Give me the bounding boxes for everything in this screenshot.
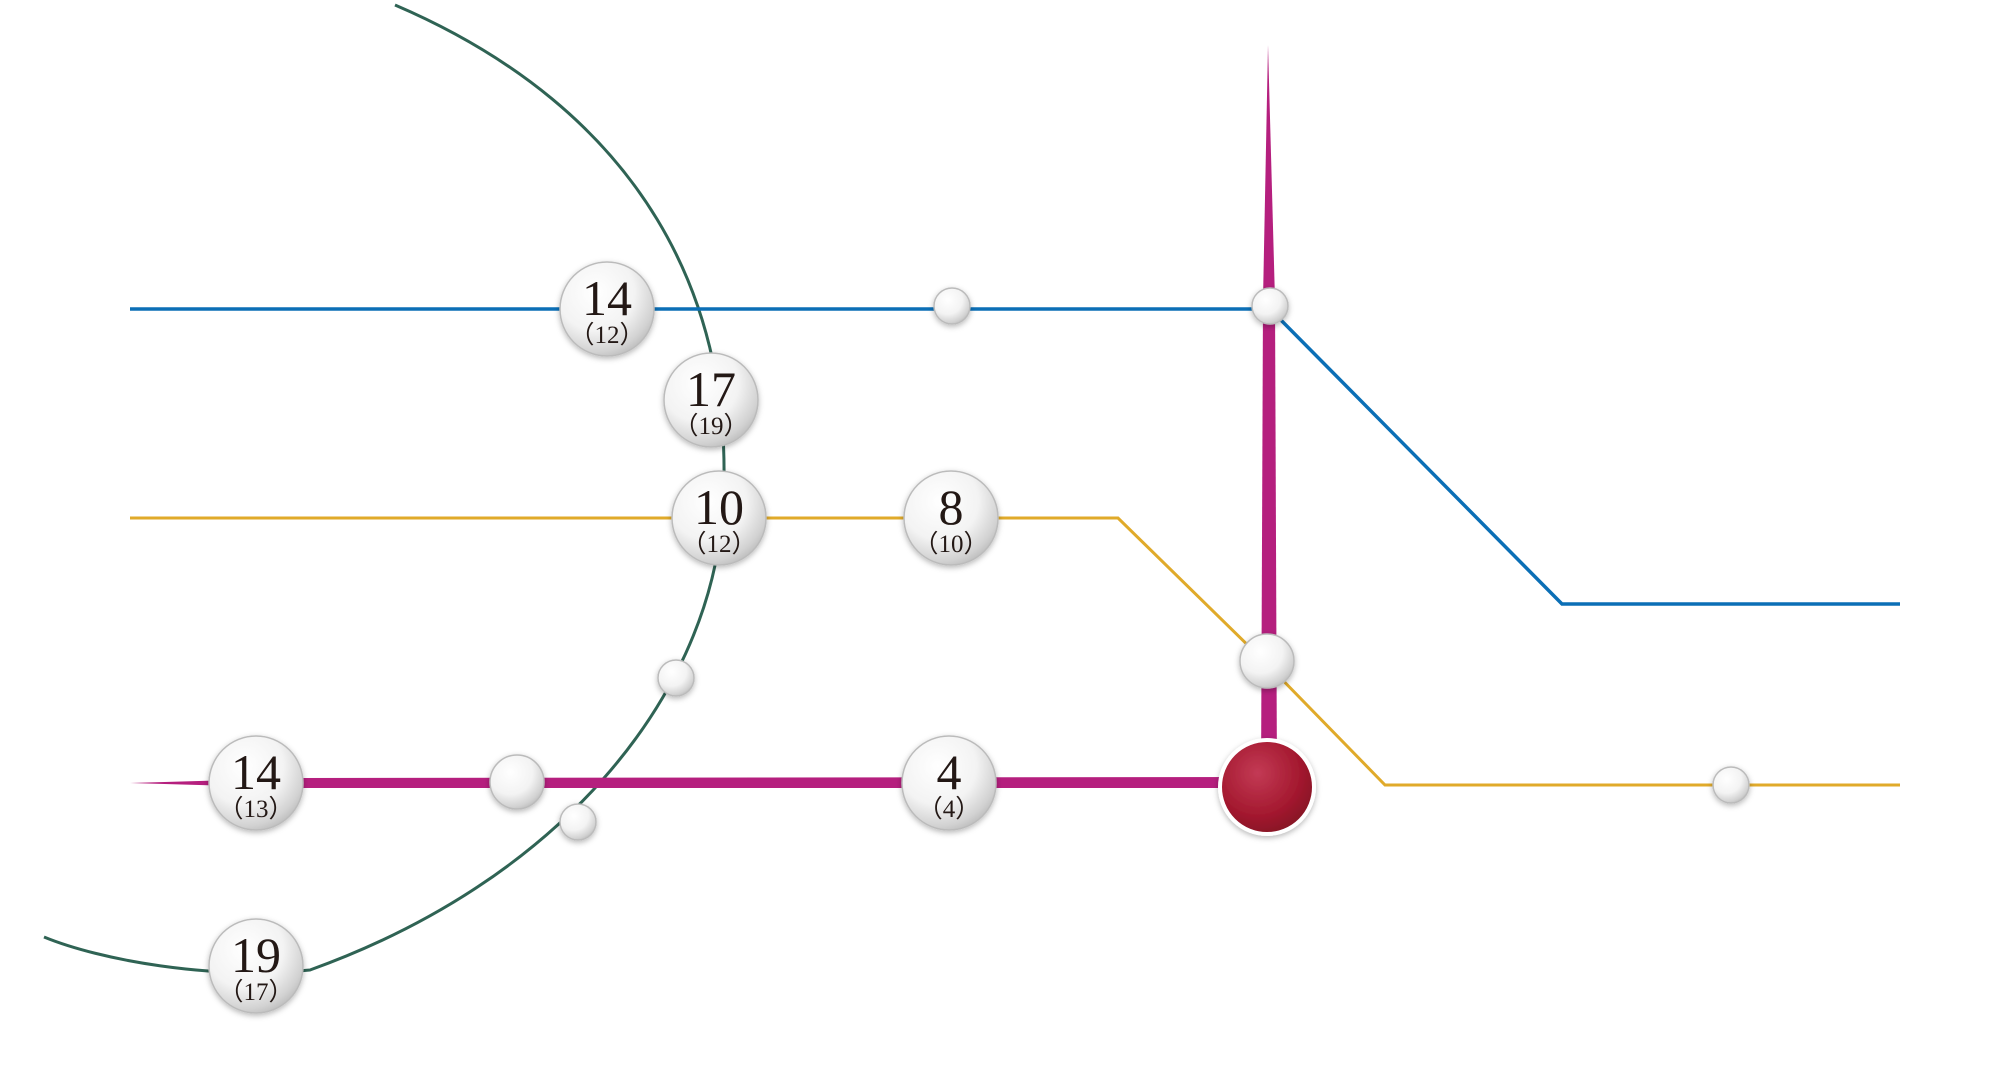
station-label-sub: （17） [218, 978, 293, 1006]
station-magenta-mid[interactable]: 4 （4） [901, 735, 997, 831]
station-label-sub: （12） [681, 530, 756, 558]
station-magenta-west[interactable]: 14 （13） [208, 735, 304, 831]
station-green-north[interactable]: 17 （19） [663, 352, 759, 448]
station-magenta-west-mid[interactable] [489, 754, 545, 810]
green-line [43, 3, 726, 975]
station-blue-west[interactable]: 14 （12） [559, 261, 655, 357]
station-label-main: 14 [582, 270, 632, 326]
station-green-south[interactable]: 19 （17） [208, 918, 304, 1014]
station-label-sub: （10） [913, 530, 988, 558]
station-label-main: 10 [694, 479, 744, 535]
station-yellow-mid[interactable]: 8 （10） [903, 470, 999, 566]
station-yellow-magenta-junction[interactable] [1239, 633, 1295, 689]
station-label-sub: （4） [918, 795, 981, 823]
station-label-sub: （19） [673, 412, 748, 440]
station-label-main: 19 [231, 927, 281, 983]
station-green-yellow[interactable]: 10 （12） [671, 470, 767, 566]
station-label-sub: （12） [569, 321, 644, 349]
station-label-sub: （13） [218, 795, 293, 823]
station-yellow-east[interactable] [1712, 766, 1750, 804]
station-label-main: 4 [937, 744, 962, 800]
magenta-line-vertical [1261, 45, 1277, 782]
station-label-main: 8 [939, 479, 964, 535]
station-hub[interactable] [1218, 738, 1316, 836]
station-label-main: 14 [231, 744, 281, 800]
station-label-main: 17 [686, 361, 736, 417]
blue-line [130, 307, 1900, 606]
station-green-magenta-crossing[interactable] [559, 803, 597, 841]
station-green-between[interactable] [657, 659, 695, 697]
station-blue-magenta-junction[interactable] [1251, 287, 1289, 325]
yellow-line [130, 516, 1900, 787]
station-blue-mid[interactable] [933, 287, 971, 325]
